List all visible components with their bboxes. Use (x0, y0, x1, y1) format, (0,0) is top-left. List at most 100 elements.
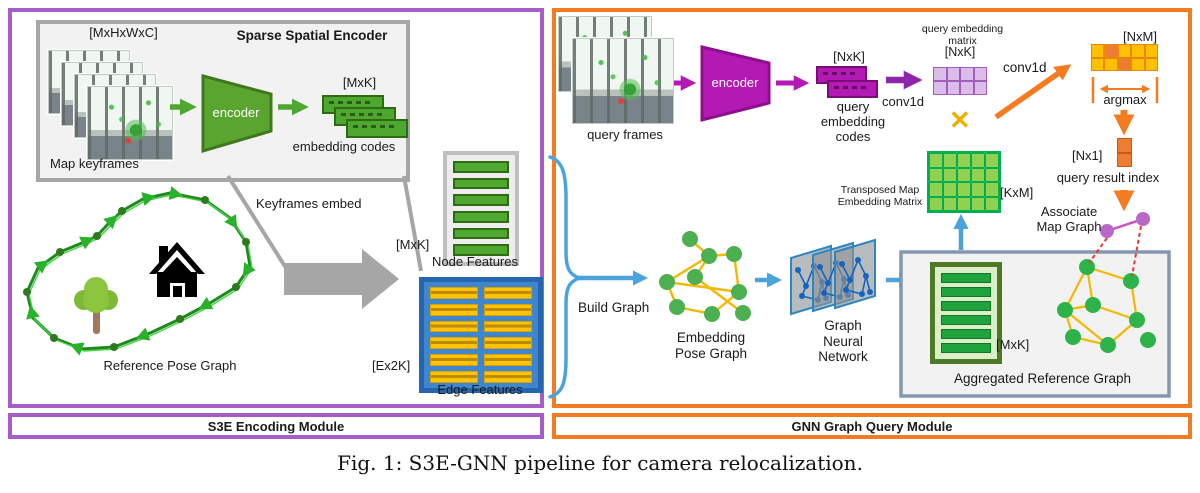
pose-dots (23, 196, 250, 351)
argmax-label: argmax (1103, 92, 1147, 107)
node-features-dims: [MxK] (396, 237, 430, 252)
embedding-code-bar (346, 119, 408, 138)
query-frame-photo (572, 38, 674, 124)
query-codes-dims: [NxK] (833, 49, 865, 64)
aggregated-reference-graph-label: Aggregated Reference Graph (953, 371, 1132, 386)
tree-icon (74, 277, 118, 334)
grid-cell (430, 371, 478, 383)
grid-cell (971, 153, 985, 168)
grid-cell (973, 81, 987, 95)
grid-cell (957, 153, 971, 168)
gnn-label: Graph Neural Network (818, 318, 868, 365)
grid-cell (946, 81, 960, 95)
edge-features-label: Edge Features (437, 382, 523, 397)
query-result-index-label: query result index (1056, 170, 1160, 185)
grid-cell (985, 196, 999, 211)
map-keyframes-label: Map keyframes (50, 156, 139, 171)
grid-cell (957, 182, 971, 197)
map-input-dims-label: [MxHxWxC] (89, 25, 158, 40)
grid-cell (985, 182, 999, 197)
node-features-label: Node Features (432, 254, 518, 269)
grid-cell (933, 67, 947, 81)
query-codes-label: query embedding codes (820, 99, 886, 144)
reference-pose-graph-label: Reference Pose Graph (103, 358, 237, 373)
grid-cell (453, 194, 509, 206)
grid-cell (929, 167, 943, 182)
grid-cell (453, 244, 509, 256)
query-embedding-matrix-title: query embedding matrix (921, 23, 1004, 48)
grid-cell (943, 153, 957, 168)
sse-title: Sparse Spatial Encoder (236, 28, 388, 43)
map-encoder-shape (201, 74, 273, 154)
s3e-module-label-text: S3E Encoding Module (207, 418, 345, 434)
arrow-conv1d-diagonal (994, 64, 1072, 120)
node-features-box (443, 151, 519, 266)
s3e-module-box (8, 8, 544, 408)
query-embedding-matrix-dims: [NxK] (944, 45, 976, 59)
associate-map-graph-label: Associate Map Graph (1036, 204, 1102, 234)
grid-cell (430, 303, 478, 316)
grid-cell (430, 337, 478, 350)
grid-cell (960, 67, 974, 81)
map-encoder-label: encoder (212, 105, 260, 120)
embedding-codes-dims: [MxK] (342, 75, 377, 90)
grid-cell (484, 371, 532, 383)
house-icon (149, 242, 205, 297)
gnn-module-label-text: GNN Graph Query Module (791, 418, 953, 434)
grid-cell (1131, 44, 1145, 58)
grid-cell (430, 354, 478, 367)
grid-cell (941, 273, 991, 283)
gnn-module-label: GNN Graph Query Module (552, 413, 1192, 439)
grid-cell (1117, 44, 1132, 58)
grid-cell (973, 67, 987, 81)
grid-cell (929, 182, 943, 197)
grid-cell (430, 320, 478, 333)
query-embedding-matrix (933, 67, 987, 95)
grid-cell (957, 167, 971, 182)
grid-cell (1117, 152, 1132, 167)
grid-cell (985, 153, 999, 168)
grid-cell (1091, 44, 1105, 58)
grid-cell (1144, 57, 1158, 71)
query-frames-label: query frames (587, 127, 663, 142)
keyframes-embed-label: Keyframes embed (256, 196, 362, 211)
grid-cell (943, 196, 957, 211)
grid-cell (941, 329, 991, 339)
result-matrix-dims: [NxM] (1123, 29, 1157, 44)
conv1d-label-b: conv1d (1003, 60, 1047, 75)
conv1d-label-a: conv1d (882, 94, 924, 109)
query-encoder-shape (700, 45, 771, 122)
funnel-line-left (226, 174, 288, 270)
grid-cell (971, 167, 985, 182)
embedding-codes-label: embedding codes (292, 139, 396, 154)
build-graph-label: Build Graph (578, 300, 650, 315)
grid-cell (941, 287, 991, 297)
grid-cell (957, 196, 971, 211)
grid-cell (484, 354, 532, 367)
gnn-planes (790, 239, 876, 315)
agg-stack-dims: [MxK] (996, 337, 1030, 352)
build-graph-brace (548, 155, 584, 399)
query-result-index-vector (1117, 138, 1132, 167)
embedding-pose-graph (659, 231, 751, 322)
grid-cell (1117, 57, 1132, 71)
multiply-icon: ✕ (949, 105, 971, 135)
similarity-result-matrix (1091, 44, 1158, 71)
kxm-matrix-dims: [KxM] (1000, 185, 1034, 200)
grid-cell (941, 315, 991, 325)
funnel-line-right (402, 175, 423, 272)
index-vector-dims: [Nx1] (1072, 148, 1103, 163)
grid-cell (484, 287, 532, 299)
grid-cell (960, 81, 974, 95)
edge-features-dims: [Ex2K] (372, 358, 411, 373)
query-code-bar (827, 80, 878, 98)
grid-cell (1104, 57, 1118, 71)
grid-cell (943, 182, 957, 197)
grid-cell (985, 167, 999, 182)
grid-cell (484, 303, 532, 316)
grid-cell (484, 337, 532, 350)
s3e-module-label: S3E Encoding Module (8, 413, 544, 439)
transposed-map-embedding-matrix (927, 151, 1001, 213)
grid-cell (1104, 44, 1118, 58)
